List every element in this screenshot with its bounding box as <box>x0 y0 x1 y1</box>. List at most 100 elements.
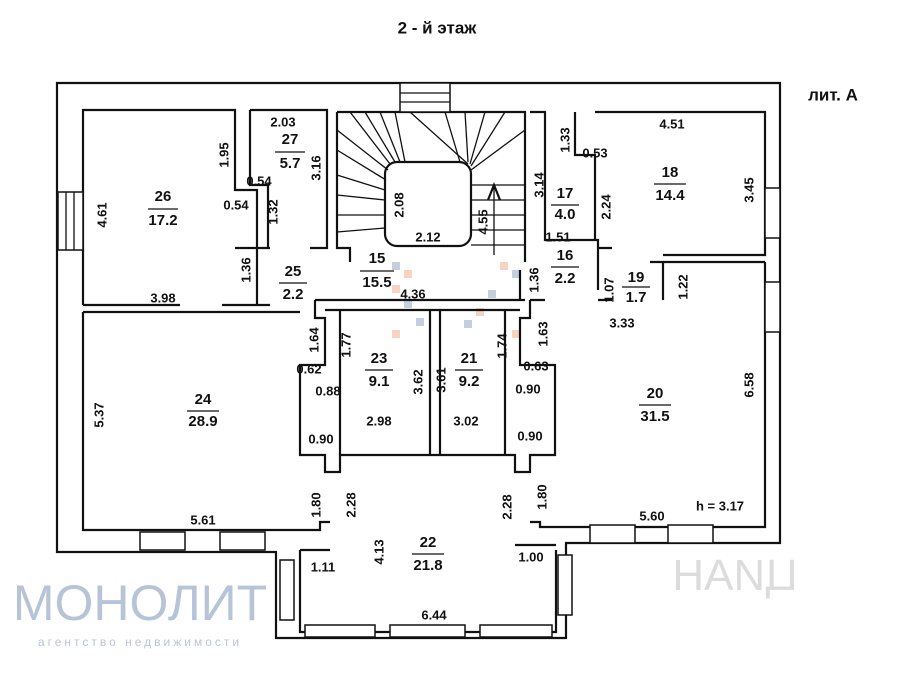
dim: 3.14 <box>531 172 546 198</box>
room-15: 15 15.5 <box>360 250 394 291</box>
svg-text:31.5: 31.5 <box>640 408 669 425</box>
watermark-corner: ЦИАН <box>672 551 797 600</box>
svg-text:14.4: 14.4 <box>655 187 685 204</box>
dim: 1.07 <box>601 277 616 302</box>
window <box>139 531 186 551</box>
dim: 5.61 <box>190 512 215 527</box>
svg-text:9.1: 9.1 <box>369 373 390 390</box>
window <box>219 531 266 551</box>
watermark-tagline: агентство недвижимости <box>38 635 242 649</box>
dim: 1.95 <box>216 142 231 167</box>
window <box>279 559 295 621</box>
windows <box>57 187 781 638</box>
svg-text:15: 15 <box>369 250 386 267</box>
dim: 1.22 <box>675 274 690 299</box>
svg-text:5.7: 5.7 <box>280 155 301 172</box>
svg-text:27: 27 <box>282 131 299 148</box>
svg-text:21: 21 <box>461 350 478 367</box>
svg-text:2.2: 2.2 <box>555 270 576 287</box>
window <box>667 524 714 544</box>
stair-treads <box>336 111 526 246</box>
dim: 1.51 <box>545 229 570 244</box>
dim: 0.90 <box>517 428 542 443</box>
dim: 1.80 <box>534 484 549 509</box>
dim: 1.80 <box>308 492 323 517</box>
dim: 1.77 <box>338 332 353 357</box>
dim: 0.90 <box>515 381 540 396</box>
dim: 4.51 <box>659 116 684 131</box>
dim: 2.28 <box>499 494 514 519</box>
room-17: 174.0 <box>551 185 579 223</box>
dim: 1.36 <box>238 257 253 282</box>
window <box>389 624 466 638</box>
dim: 1.74 <box>494 333 509 359</box>
svg-text:21.8: 21.8 <box>413 557 442 574</box>
svg-text:19: 19 <box>628 269 645 286</box>
svg-text:24: 24 <box>195 391 212 408</box>
dim: 1.36 <box>526 267 541 292</box>
dim: 6.44 <box>421 607 447 622</box>
dim: 1.63 <box>535 321 550 346</box>
window <box>479 624 553 638</box>
svg-text:15.5: 15.5 <box>362 274 391 291</box>
svg-text:20: 20 <box>647 385 664 402</box>
room-16: 162.2 <box>551 247 579 287</box>
dim: 5.37 <box>91 402 106 427</box>
building-label: лит. А <box>808 85 858 104</box>
dim: 3.02 <box>453 413 478 428</box>
dim: 3.16 <box>308 155 323 180</box>
watermark: МОНОЛИТ агентство недвижимости ЦИАН <box>13 262 798 649</box>
height-label: h = 3.17 <box>696 498 744 513</box>
room-20: 20 31.5 <box>639 385 671 425</box>
watermark-brand: МОНОЛИТ <box>13 575 267 631</box>
dim: 3.98 <box>150 290 175 305</box>
dim: 2.98 <box>366 413 391 428</box>
svg-text:17: 17 <box>557 185 574 202</box>
dim: 5.60 <box>639 508 664 523</box>
dimension-labels: 2.03 1.95 3.16 0.54 0.54 1.32 4.61 1.36 … <box>91 114 756 622</box>
dim: 1.64 <box>306 327 321 353</box>
dim: 6.58 <box>741 372 756 397</box>
svg-text:22: 22 <box>420 534 437 551</box>
stair-arrow-icon <box>486 182 502 255</box>
top-vent <box>399 82 451 113</box>
dim: 3.33 <box>609 315 634 330</box>
svg-text:28.9: 28.9 <box>188 413 217 430</box>
window <box>589 524 636 544</box>
svg-text:4.0: 4.0 <box>555 206 576 223</box>
svg-text:2.2: 2.2 <box>283 286 304 303</box>
svg-text:17.2: 17.2 <box>148 212 177 229</box>
dim: 2.28 <box>343 492 358 517</box>
dim: 2.08 <box>391 192 406 217</box>
dim: 2.03 <box>270 114 295 129</box>
room-25: 252.2 <box>279 263 307 303</box>
svg-text:9.2: 9.2 <box>459 373 480 390</box>
watermark-logo-squares <box>392 262 520 338</box>
svg-text:1.7: 1.7 <box>626 289 647 306</box>
dim: 1.32 <box>265 199 280 224</box>
window <box>304 624 376 638</box>
dim: 3.61 <box>433 367 448 392</box>
dim: 0.90 <box>308 431 333 446</box>
dim: 0.54 <box>223 197 249 212</box>
svg-text:23: 23 <box>371 350 388 367</box>
dim: 1.33 <box>557 127 572 152</box>
dim: 1.00 <box>518 549 543 564</box>
dim: 0.62 <box>296 361 321 376</box>
dim: 4.13 <box>371 539 386 564</box>
dim: 2.24 <box>598 194 613 220</box>
room-21: 219.2 <box>455 350 483 390</box>
dim: 4.61 <box>94 202 109 227</box>
svg-text:26: 26 <box>155 188 172 205</box>
dim: 0.88 <box>315 383 340 398</box>
dim: 0.53 <box>582 145 607 160</box>
dim: 3.45 <box>741 177 756 202</box>
room-23: 239.1 <box>365 350 393 390</box>
svg-text:25: 25 <box>285 263 302 280</box>
dim: 4.36 <box>400 286 425 301</box>
dim: 0.54 <box>246 173 272 188</box>
window <box>764 187 781 239</box>
